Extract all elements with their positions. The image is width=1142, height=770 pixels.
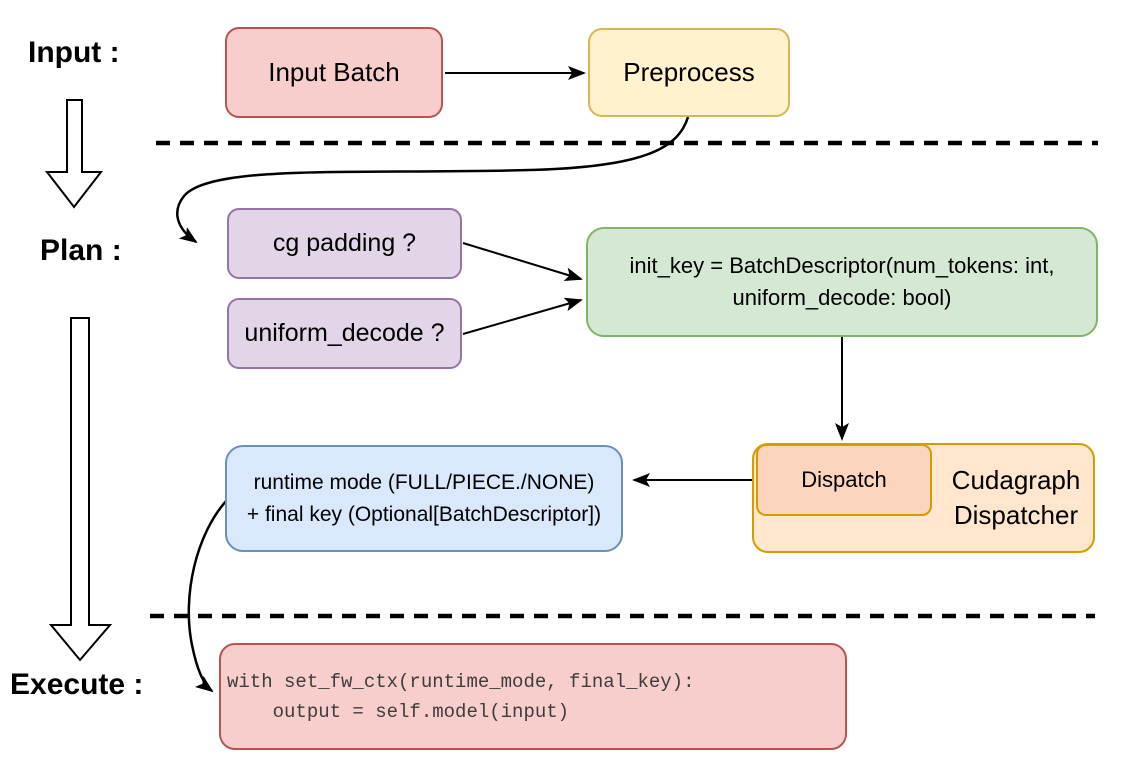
node-runtime-mode: runtime mode (FULL/PIECE./NONE) + final …	[225, 445, 623, 552]
node-init-key-line2: uniform_decode: bool)	[732, 285, 952, 310]
arrow-cgpadding-to-initkey	[462, 242, 583, 282]
node-dispatch-label: Dispatch	[801, 467, 887, 493]
execute-code-line2: output = self.model(input)	[227, 700, 570, 723]
hollow-arrow-plan-to-execute	[48, 317, 113, 662]
node-cg-padding: cg padding ?	[227, 208, 462, 279]
node-cudagraph-line1: Cudagraph	[951, 465, 1081, 495]
node-uniform-decode: uniform_decode ?	[227, 298, 462, 369]
node-runtime-mode-line1: runtime mode (FULL/PIECE./NONE)	[253, 470, 595, 494]
node-init-key: init_key = BatchDescriptor(num_tokens: i…	[586, 227, 1098, 337]
node-init-key-line1: init_key = BatchDescriptor(num_tokens: i…	[629, 253, 1055, 278]
node-uniform-decode-label: uniform_decode ?	[244, 318, 445, 347]
stage-label-plan: Plan :	[40, 234, 122, 267]
execute-code-line1: with set_fw_ctx(runtime_mode, final_key)…	[227, 670, 695, 693]
stage-label-input: Input :	[28, 36, 120, 69]
node-runtime-mode-line2: + final key (Optional[BatchDescriptor])	[246, 502, 602, 526]
node-cg-padding-label: cg padding ?	[272, 228, 417, 257]
node-preprocess-label: Preprocess	[623, 56, 755, 87]
hollow-arrow-input-to-plan	[44, 99, 104, 209]
node-input-batch: Input Batch	[225, 27, 443, 118]
node-cudagraph-line2: Dispatcher	[953, 500, 1079, 530]
node-execute-code: with set_fw_ctx(runtime_mode, final_key)…	[219, 643, 847, 750]
node-input-batch-label: Input Batch	[268, 56, 400, 87]
stage-label-execute: Execute :	[10, 668, 144, 701]
node-preprocess: Preprocess	[588, 28, 790, 117]
arrow-uniformdecode-to-initkey	[462, 297, 583, 335]
node-dispatch: Dispatch	[756, 444, 932, 516]
node-cudagraph-dispatcher-label: Cudagraph Dispatcher	[939, 445, 1093, 551]
